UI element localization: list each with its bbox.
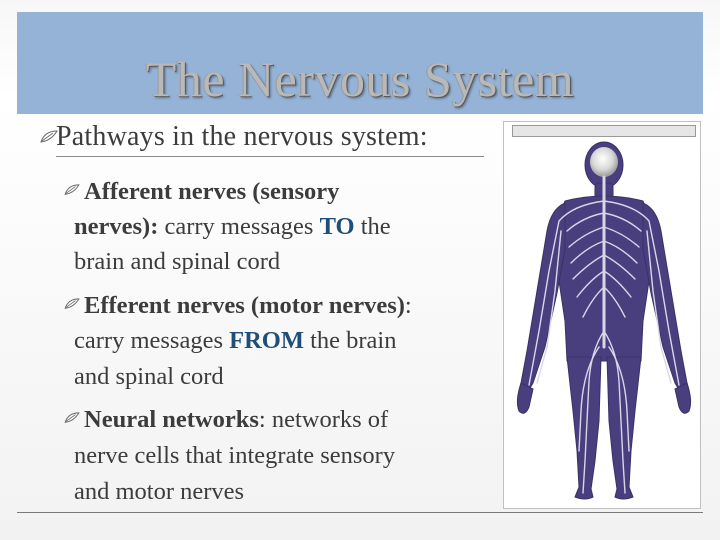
footer-divider <box>17 512 703 513</box>
neural-term: Neural networks <box>84 406 259 433</box>
efferent-desc-end: the brain <box>303 327 397 354</box>
nervous-system-figure <box>516 141 692 500</box>
leaf-bullet-icon <box>40 130 58 143</box>
nerve-network <box>528 175 680 494</box>
afferent-desc-end: the <box>354 213 391 240</box>
title-bar: The Nervous System <box>17 12 703 114</box>
afferent-line-2: nerves): carry messages TO the <box>74 212 391 242</box>
efferent-desc: carry messages <box>74 327 230 354</box>
afferent-line-1: Afferent nerves (sensory <box>84 177 339 207</box>
leaf-bullet-icon <box>64 184 80 195</box>
afferent-line-3: brain and spinal cord <box>74 248 281 275</box>
efferent-colon: : <box>404 292 412 319</box>
leaf-bullet-icon <box>64 298 80 309</box>
neural-line-1: Neural networks: networks of <box>84 405 388 435</box>
afferent-term-cont: nerves): <box>74 213 159 240</box>
afferent-emphasis: TO <box>319 213 355 240</box>
brain-icon <box>590 147 618 177</box>
figure-header-strip <box>512 125 696 137</box>
afferent-term: Afferent nerves (sensory <box>84 178 340 205</box>
neural-line-2: nerve cells that integrate sensory <box>74 442 396 469</box>
efferent-line-3: and spinal cord <box>74 363 224 390</box>
main-bullet-underline <box>56 156 484 157</box>
efferent-line-1: Efferent nerves (motor nerves): <box>84 291 412 321</box>
efferent-term: Efferent nerves (motor nerves) <box>84 292 405 319</box>
efferent-line-2: carry messages FROM the brain <box>74 326 396 356</box>
leaf-bullet-icon <box>64 412 80 423</box>
efferent-emphasis: FROM <box>229 327 304 354</box>
slide-title: The Nervous System <box>145 51 575 107</box>
neural-desc: : networks of <box>258 406 389 433</box>
main-bullet-text: Pathways in the nervous system: <box>56 121 428 152</box>
neural-line-3: and motor nerves <box>74 478 245 505</box>
afferent-desc: carry messages <box>158 213 320 240</box>
